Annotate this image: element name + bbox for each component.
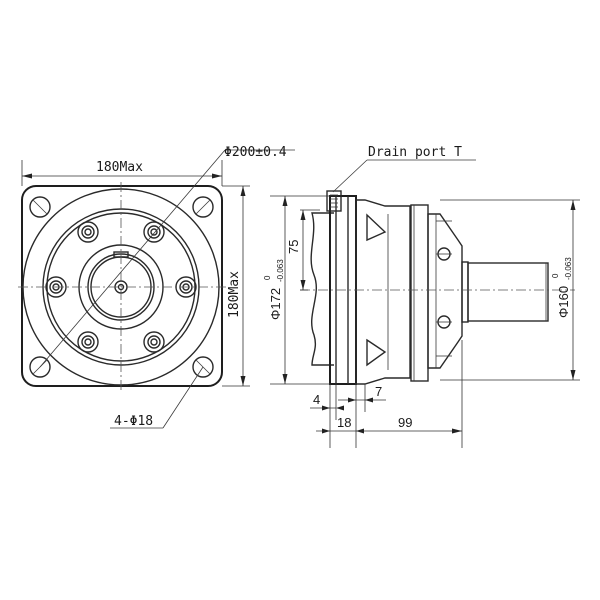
drain-port-leader bbox=[332, 159, 368, 193]
side-view bbox=[270, 159, 580, 448]
dim-18-label: 18 bbox=[337, 415, 351, 430]
bolt-icon bbox=[77, 331, 99, 353]
shaft-shoulder bbox=[461, 261, 469, 323]
output-shaft bbox=[467, 262, 549, 322]
pilot-diameter-label: Φ172 0 -0.063 bbox=[263, 259, 285, 320]
rear-cap bbox=[427, 213, 463, 369]
bolt-icon bbox=[143, 221, 165, 243]
triangle-mark bbox=[366, 338, 387, 367]
pitch-diameter-leader bbox=[39, 149, 226, 368]
dim-4-label: 4 bbox=[313, 392, 320, 407]
dim-99-label: 99 bbox=[398, 415, 412, 430]
bolt-icon bbox=[143, 331, 165, 353]
front-view bbox=[18, 149, 295, 429]
width-label: 180Max bbox=[96, 160, 143, 175]
square-flange bbox=[21, 185, 223, 387]
svg-text:Φ172: Φ172 bbox=[268, 288, 283, 320]
svg-text:0: 0 bbox=[551, 273, 560, 278]
pilot-break-outline bbox=[310, 212, 334, 366]
mount-hole-leader bbox=[162, 366, 204, 429]
height-label: 180Max bbox=[227, 271, 242, 318]
svg-text:0: 0 bbox=[263, 275, 272, 280]
pitch-circle-label: Φ200±0.4 bbox=[224, 145, 287, 160]
mount-hole-icon bbox=[192, 196, 214, 218]
dim-7-label: 7 bbox=[375, 384, 382, 399]
svg-text:Φ160: Φ160 bbox=[556, 286, 571, 318]
bolt-icon bbox=[77, 221, 99, 243]
motor-body bbox=[355, 199, 411, 385]
bolt-icon bbox=[436, 247, 452, 261]
mount-hole-icon bbox=[29, 196, 51, 218]
ring-band bbox=[410, 204, 429, 382]
offset-label: 75 bbox=[286, 240, 301, 254]
shaft-center-dot bbox=[117, 283, 125, 291]
shaft-diameter-label: Φ160 0 -0.063 bbox=[551, 257, 573, 318]
triangle-mark bbox=[366, 213, 387, 242]
mount-holes-label: 4-Φ18 bbox=[114, 414, 153, 429]
svg-text:-0.063: -0.063 bbox=[276, 259, 285, 282]
svg-text:-0.063: -0.063 bbox=[564, 257, 573, 280]
bolt-icon bbox=[436, 315, 452, 329]
drain-port-label: Drain port T bbox=[368, 145, 462, 160]
